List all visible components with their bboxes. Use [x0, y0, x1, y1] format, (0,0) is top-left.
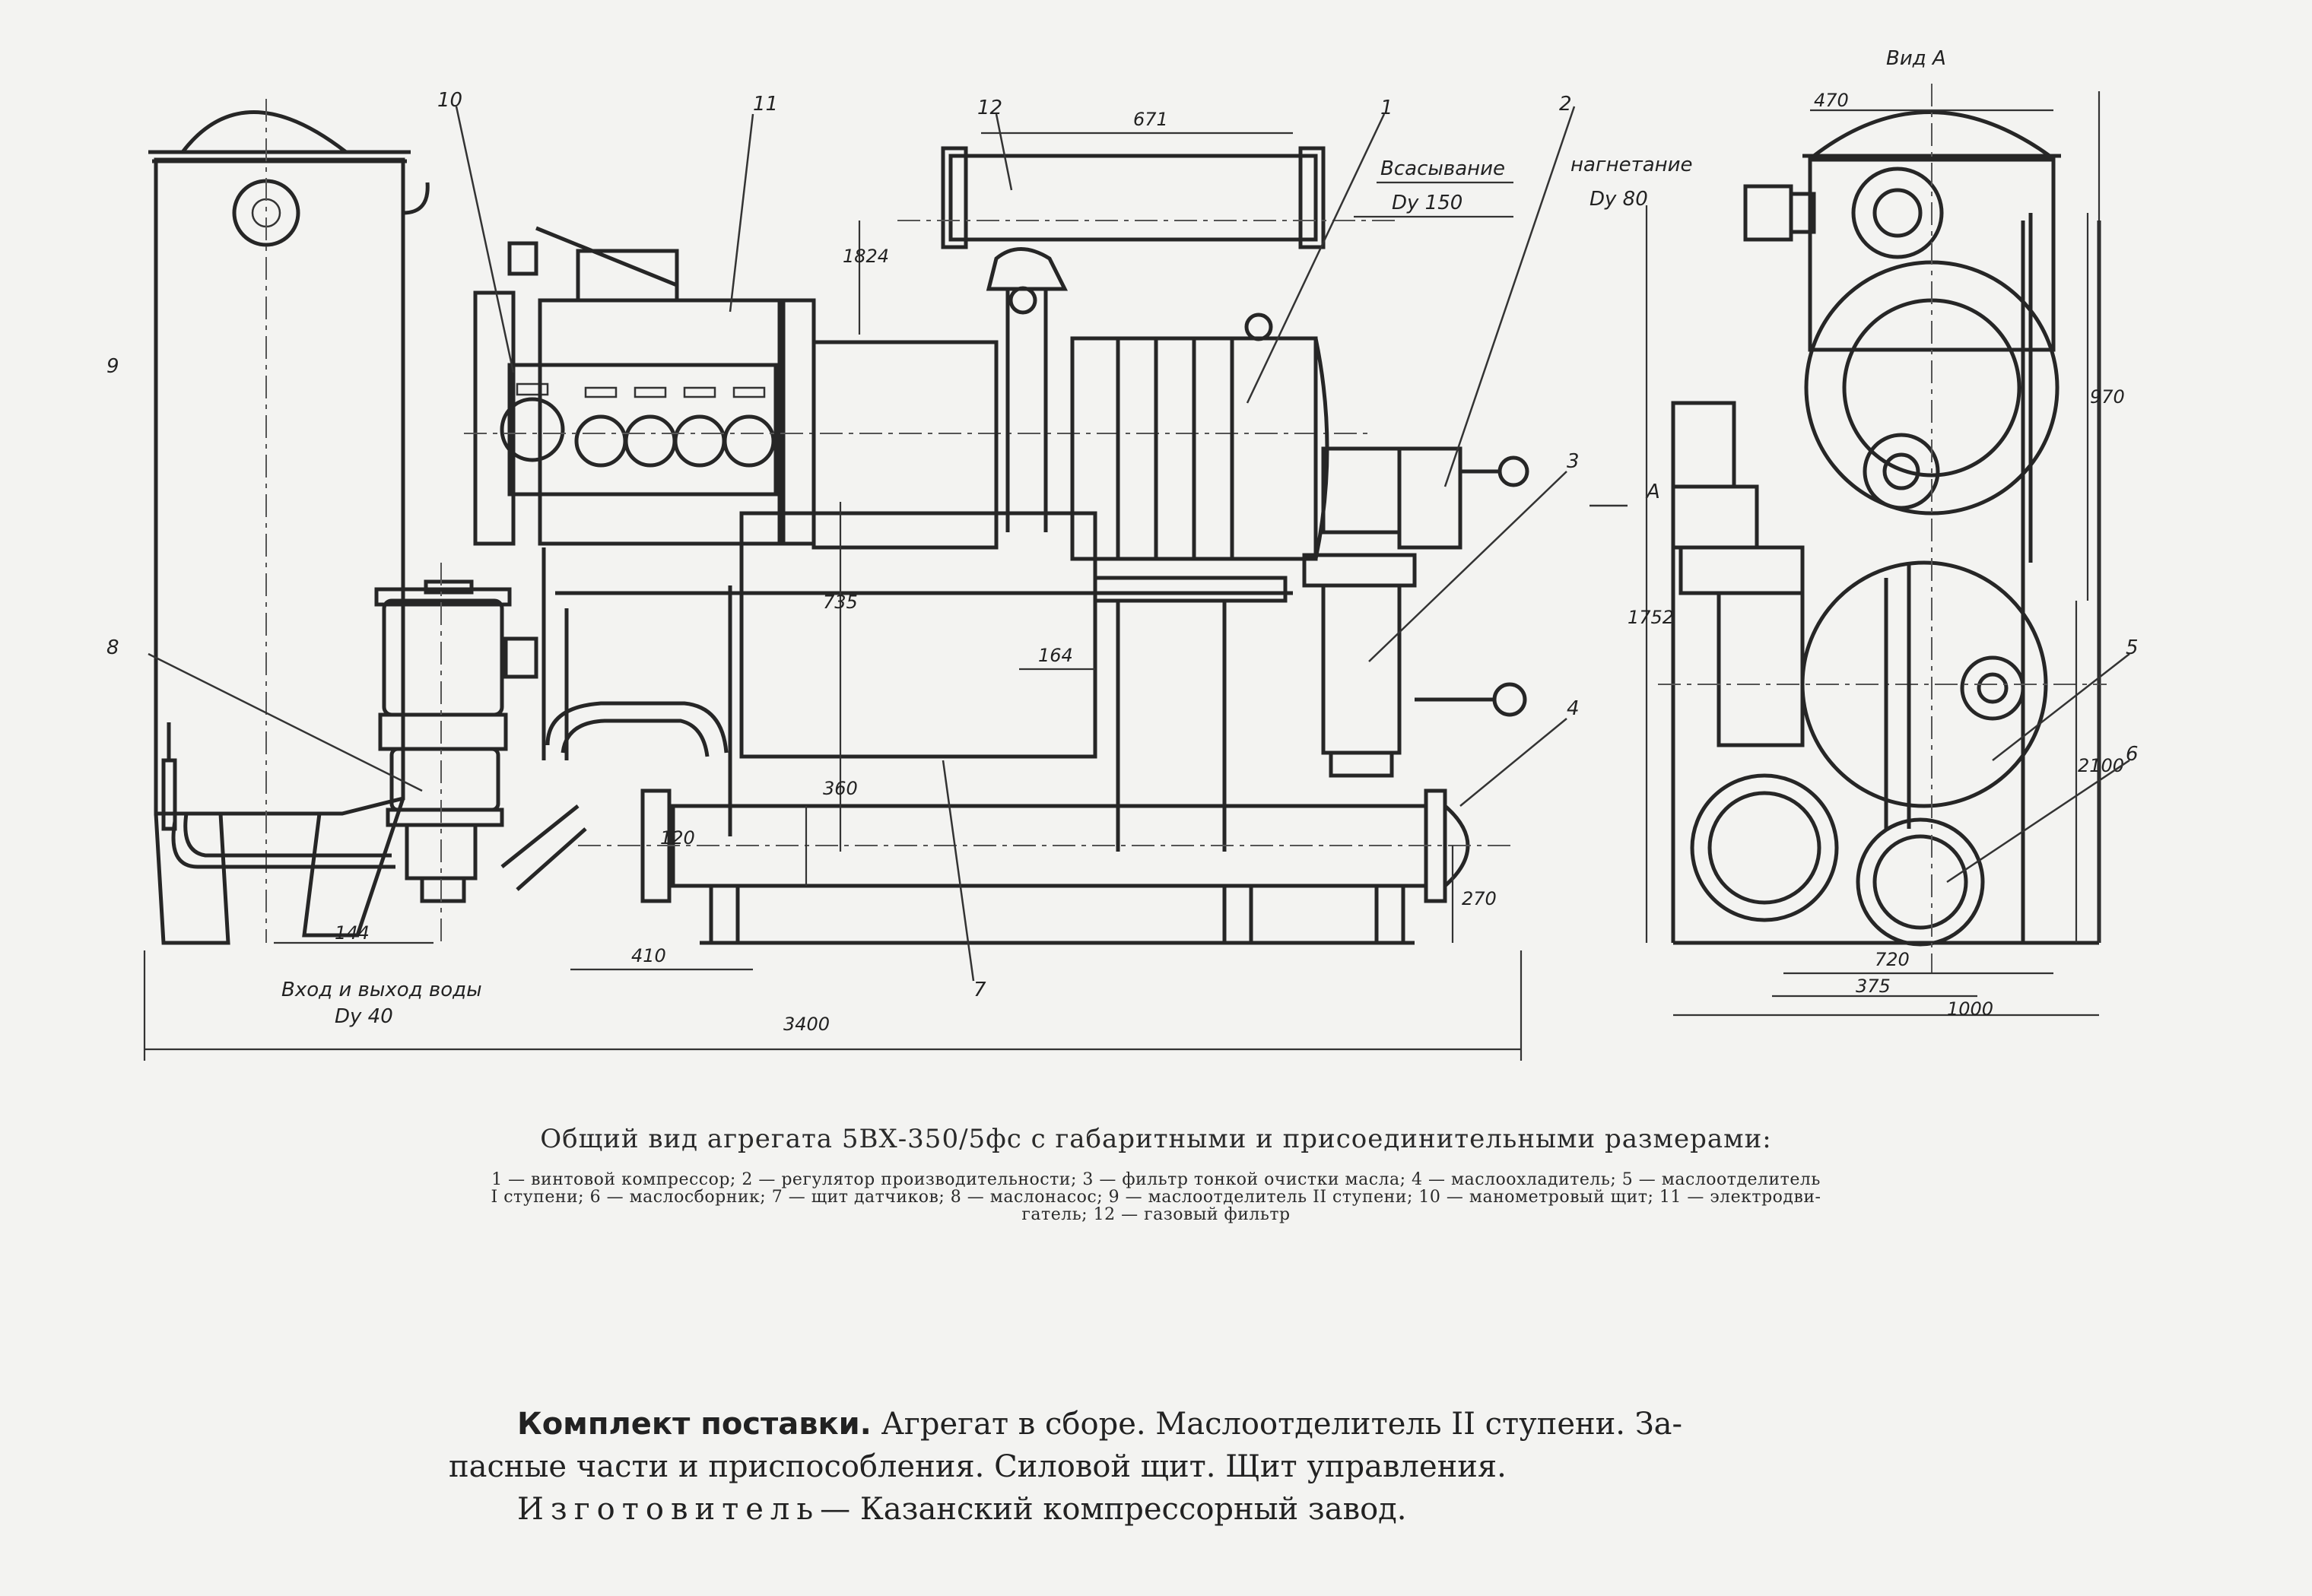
label-4: 4: [1567, 697, 1580, 720]
note-water: Вход и выход воды: [281, 979, 482, 1001]
arrow-a-label: А: [1645, 481, 1660, 503]
maker-label: Изготовитель: [517, 1492, 821, 1527]
dim-1000: 1000: [1947, 998, 1993, 1020]
label-9: 9: [106, 355, 119, 378]
screw-compressor: [1070, 313, 1529, 561]
dim-164: 164: [1038, 645, 1073, 666]
oil-pump: [374, 563, 538, 943]
view-a-label: Вид А: [1886, 47, 1946, 70]
end-view: 470 970 1752 2100 720 375 1000 Вид А наг…: [1570, 47, 2139, 1020]
supply-line: Комплект поставки. Агрегат в сборе. Масл…: [449, 1403, 1909, 1445]
label-10: 10: [437, 89, 462, 112]
note-discharge: нагнетание: [1570, 154, 1693, 176]
technical-drawing: 671 1824 735 164 360 120 270 144 410 340…: [106, 47, 2139, 1061]
note-discharge-dn: Dу 80: [1590, 188, 1648, 211]
oil-cooler: [500, 701, 1513, 945]
figure-legend: 1 — винтовой компрессор; 2 — регулятор п…: [221, 1171, 2091, 1223]
label-1: 1: [1380, 97, 1393, 119]
dim-970: 970: [2090, 386, 2125, 408]
dim-410: 410: [631, 945, 666, 966]
legend-line: гатель; 12 — газовый фильтр: [1021, 1205, 1291, 1224]
dim-120: 120: [660, 827, 695, 849]
label-6: 6: [2126, 743, 2139, 766]
dim-735: 735: [823, 592, 858, 613]
maker-line: Изготовитель— Казанский компрессорный за…: [449, 1488, 1909, 1531]
supply-paragraph: Комплект поставки. Агрегат в сборе. Масл…: [449, 1403, 1909, 1531]
label-2: 2: [1559, 93, 1572, 116]
label-3: 3: [1567, 450, 1580, 473]
dim-720: 720: [1875, 949, 1910, 970]
supply-heading: Комплект поставки.: [517, 1407, 872, 1442]
fine-oil-filter: [1302, 553, 1527, 778]
main-view: 671 1824 735 164 360 120 270 144 410 340…: [106, 89, 1660, 1061]
dim-671: 671: [1133, 109, 1168, 130]
label-11: 11: [753, 93, 778, 116]
label-8: 8: [106, 636, 119, 659]
note-suction-dn: Dу 150: [1392, 192, 1462, 214]
legend-line: 1 — винтовой компрессор; 2 — регулятор п…: [491, 1170, 1821, 1189]
supply-text: Агрегат в сборе. Маслоотделитель II ступ…: [871, 1407, 1683, 1442]
gas-filter: [897, 146, 1399, 532]
figure-title: Общий вид агрегата 5ВХ-350/5фс с габарит…: [540, 1124, 1772, 1154]
legend-line: I ступени; 6 — маслосборник; 7 — щит дат…: [491, 1188, 1821, 1207]
dim-1824: 1824: [843, 246, 889, 267]
supply-line: пасные части и приспособления. Силовой щ…: [449, 1449, 1507, 1484]
dim-144: 144: [335, 922, 370, 944]
dim-3400: 3400: [783, 1014, 830, 1035]
maker-text: — Казанский компрессорный завод.: [820, 1492, 1407, 1527]
label-12: 12: [977, 97, 1002, 119]
dim-2100: 2100: [2078, 755, 2124, 776]
main-dimensions: 671 1824 735 164 360 120 270 144 410 340…: [143, 109, 1523, 1061]
dim-470: 470: [1814, 90, 1849, 111]
label-7: 7: [973, 979, 986, 1001]
sensor-board: [728, 511, 1288, 852]
motor-assembly: [464, 226, 1369, 760]
dim-375: 375: [1856, 976, 1891, 997]
dim-270: 270: [1462, 888, 1497, 909]
part-labels: 10 11 12 1 2 3 4 9 8 7 А: [106, 89, 1660, 1001]
label-5: 5: [2126, 636, 2139, 659]
oil-separator-2-vessel: [148, 99, 430, 945]
note-suction: Всасывание: [1380, 157, 1505, 180]
dim-360: 360: [823, 778, 858, 799]
dim-1752: 1752: [1628, 607, 1674, 628]
note-water-dn: Dу 40: [335, 1005, 393, 1028]
